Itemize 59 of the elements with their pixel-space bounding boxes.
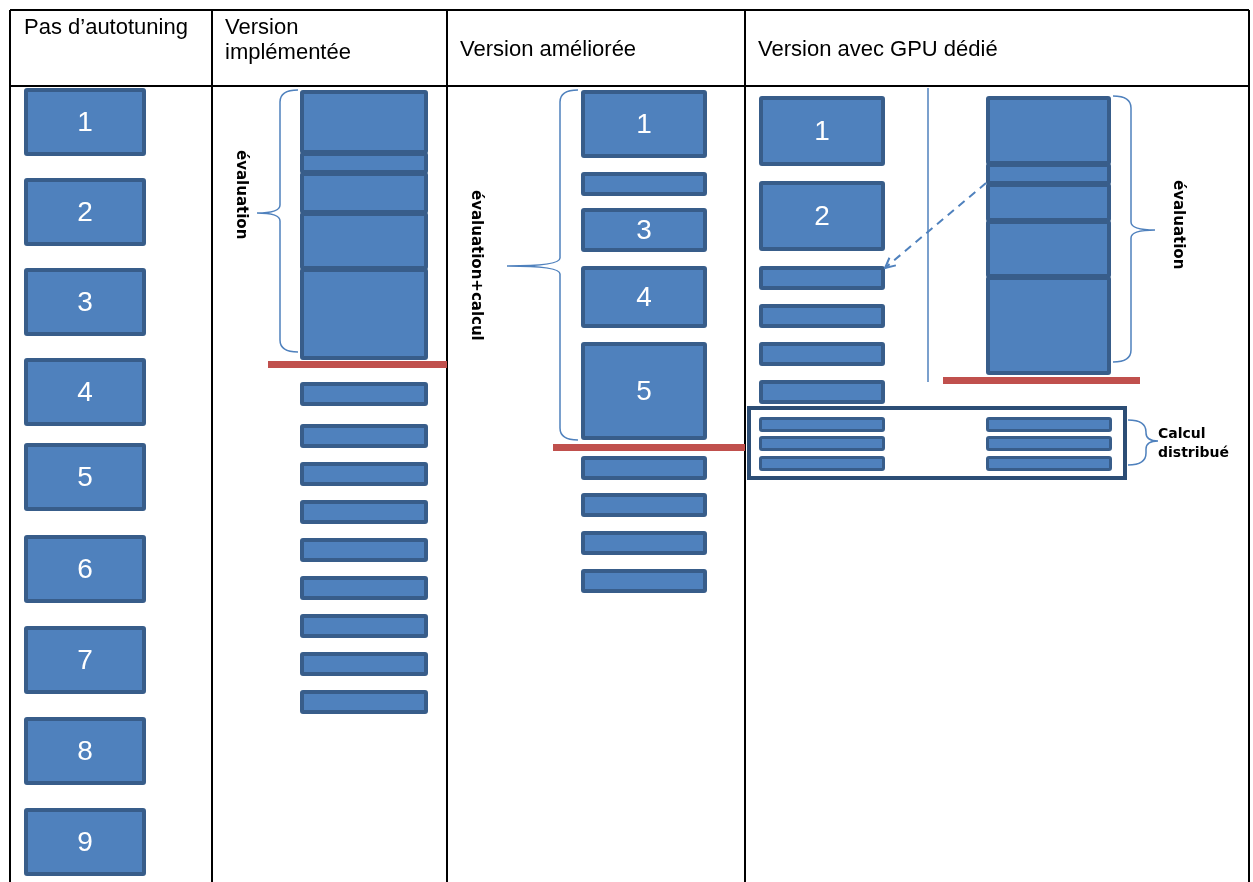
task-bar <box>581 172 707 196</box>
step-box: 2 <box>24 178 146 246</box>
task-bar <box>300 576 428 600</box>
bracket-label: évaluation <box>233 150 251 240</box>
bracket-label: Calcul distribué <box>1158 424 1231 462</box>
task-bar <box>300 462 428 486</box>
step-box: 8 <box>24 717 146 785</box>
step-box: 6 <box>24 535 146 603</box>
step-box: 4 <box>24 358 146 426</box>
arrow <box>884 182 987 269</box>
block <box>300 212 428 270</box>
task-bar <box>759 380 885 404</box>
step-box: 9 <box>24 808 146 876</box>
block <box>986 220 1111 278</box>
group-frame <box>747 406 1127 480</box>
task-bar <box>759 456 885 471</box>
column-header: Version implémentée <box>225 14 352 65</box>
task-bar <box>759 304 885 328</box>
step-box: 5 <box>24 443 146 511</box>
task-bar <box>759 342 885 366</box>
task-bar <box>581 493 707 517</box>
block <box>986 163 1111 185</box>
task-bar <box>759 266 885 290</box>
task-bar <box>759 417 885 432</box>
task-bar <box>759 436 885 451</box>
bracket-label: évaluation <box>1170 180 1188 270</box>
task-bar <box>986 436 1112 451</box>
task-bar <box>581 569 707 593</box>
step-box: 1 <box>24 88 146 156</box>
step-box: 3 <box>24 268 146 336</box>
task-bar <box>300 538 428 562</box>
task-bar <box>300 652 428 676</box>
task-bar <box>986 417 1112 432</box>
step-box: 4 <box>581 266 707 328</box>
task-bar <box>300 500 428 524</box>
step-box: 2 <box>759 181 885 251</box>
column-header: Version avec GPU dédié <box>758 36 999 62</box>
block <box>300 268 428 360</box>
step-box: 5 <box>581 342 707 440</box>
block <box>986 276 1111 375</box>
step-box: 7 <box>24 626 146 694</box>
column-header: Version améliorée <box>460 36 638 62</box>
block <box>986 96 1111 165</box>
block <box>300 90 428 154</box>
task-bar <box>300 382 428 406</box>
task-bar <box>581 531 707 555</box>
task-bar <box>300 424 428 448</box>
block <box>300 172 428 214</box>
block <box>986 183 1111 222</box>
step-box: 1 <box>759 96 885 166</box>
task-bar <box>986 456 1112 471</box>
task-bar <box>581 456 707 480</box>
column-header: Pas d’autotuning <box>24 14 189 40</box>
task-bar <box>300 614 428 638</box>
task-bar <box>300 690 428 714</box>
block <box>300 152 428 174</box>
step-box: 1 <box>581 90 707 158</box>
step-box: 3 <box>581 208 707 252</box>
bracket-label: évaluation+calcul <box>468 190 486 341</box>
